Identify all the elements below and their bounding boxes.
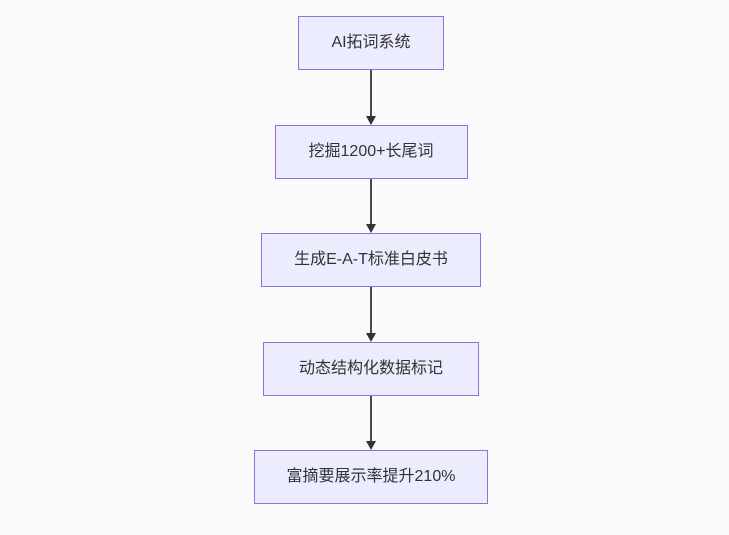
arrow-line [370, 178, 372, 224]
flowchart: AI拓词系统 挖掘1200+长尾词 生成E-A-T标准白皮书 动态结构化数据标记… [254, 16, 488, 504]
arrow-d-to-e [366, 395, 376, 450]
arrowhead-down-icon [366, 332, 376, 342]
arrow-line [370, 287, 372, 333]
node-longtail-keyword-mining: 挖掘1200+长尾词 [274, 124, 468, 179]
node-ai-expansion-system: AI拓词系统 [298, 16, 444, 70]
node-structured-data-markup: 动态结构化数据标记 [263, 341, 479, 396]
arrow-a-to-b [366, 70, 376, 125]
arrowhead-down-icon [366, 441, 376, 450]
arrow-line [370, 70, 372, 116]
arrow-c-to-d [366, 287, 376, 342]
arrowhead-down-icon [366, 115, 376, 125]
node-eat-whitepaper: 生成E-A-T标准白皮书 [261, 233, 481, 287]
arrow-b-to-c [366, 178, 376, 233]
arrow-line [370, 395, 372, 441]
arrowhead-down-icon [366, 224, 376, 233]
node-rich-snippet-result: 富摘要展示率提升210% [254, 450, 488, 504]
